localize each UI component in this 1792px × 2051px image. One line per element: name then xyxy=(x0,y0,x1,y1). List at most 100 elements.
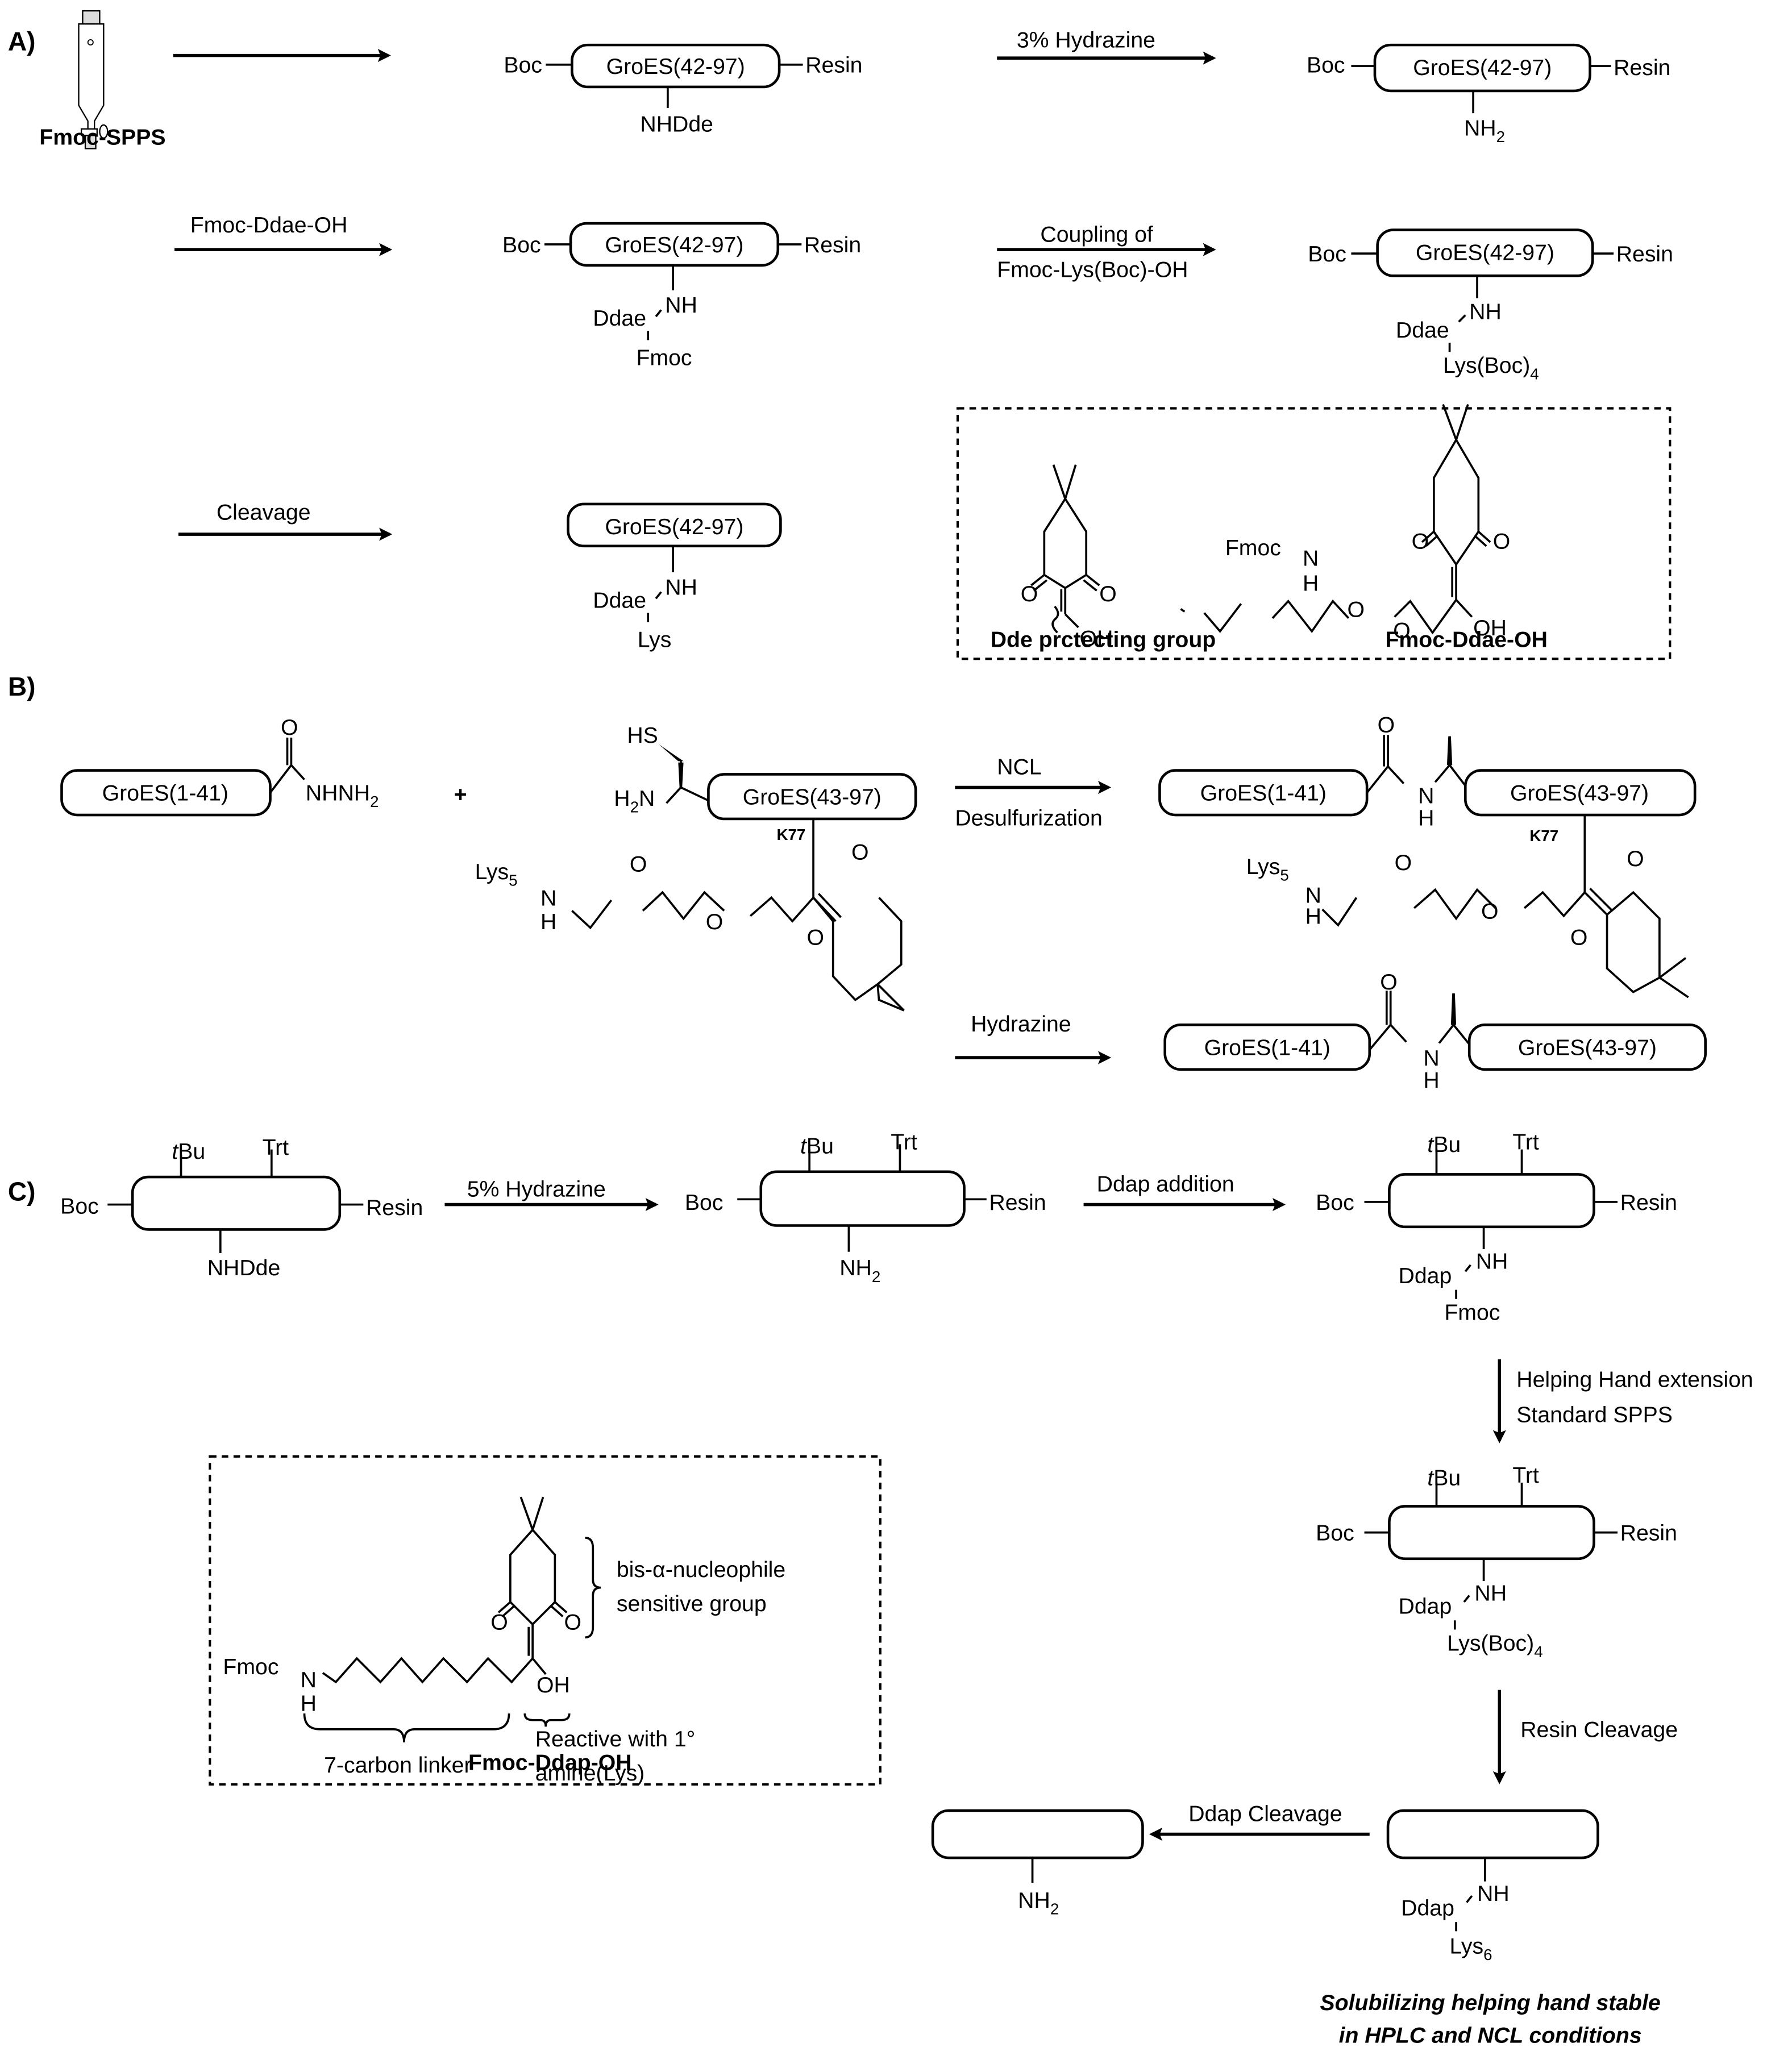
c-product-1: Boc Resin tBu Trt NH2 xyxy=(685,1130,1046,1285)
atom-fmoc: Fmoc xyxy=(223,1654,278,1679)
reagent-coupling-line1: Coupling of xyxy=(1040,222,1153,247)
c-term-label: Resin xyxy=(1616,242,1673,267)
a-product-5: GroES(42-97) NH Ddae Lys xyxy=(567,502,782,652)
atom-o: O xyxy=(1378,713,1395,738)
peptide-label: GroES(42-97) xyxy=(606,54,745,79)
linker-label: Ddae xyxy=(593,306,646,331)
peptide-label: GroES(42-97) xyxy=(605,232,743,257)
fmoc-spps-label: Fmoc-SPPS xyxy=(39,125,165,150)
inset-ddap-structure: O O OH Fmoc N H bis-α-nucleophile sensit… xyxy=(209,1455,882,1786)
a-product-2: GroES(42-97) Boc Resin NH2 xyxy=(1307,43,1670,145)
b-product-1: GroES(1-41) O N H GroES(43-97) K77 O O O… xyxy=(1158,713,1697,999)
c-product-5: NH2 xyxy=(931,1809,1144,1918)
tail-label: Lys xyxy=(638,627,672,652)
atom-n: N xyxy=(1305,883,1321,908)
dde-caption: Dde prctecting group xyxy=(991,627,1216,652)
plus-sign: + xyxy=(454,782,467,807)
nh-label: NH xyxy=(1469,299,1502,325)
linker-label: Ddae xyxy=(1396,318,1449,343)
linker-label: Ddae xyxy=(593,588,646,613)
c-start-peptide: Boc Resin tBu Trt NHDde xyxy=(60,1135,423,1280)
reagent-coupling-line2: Fmoc-Lys(Boc)-OH xyxy=(997,257,1188,282)
linker-label: Ddap xyxy=(1401,1896,1454,1921)
n-term-label: Boc xyxy=(1307,53,1345,78)
linker-label: Ddap xyxy=(1399,1263,1452,1288)
brace-bottom-left-label: 7-carbon linker xyxy=(324,1753,471,1778)
site-k77-label: K77 xyxy=(776,826,805,843)
n-term-label: Boc xyxy=(1316,1190,1354,1215)
atom-o: O xyxy=(1348,597,1365,622)
reagent-desulfurization: Desulfurization xyxy=(955,805,1102,830)
brace-bottom-left xyxy=(303,1713,510,1742)
inset-border xyxy=(956,407,1672,660)
c-term-label: Resin xyxy=(989,1190,1046,1215)
atom-h: H xyxy=(1418,805,1434,830)
atom-oh: OH xyxy=(1080,626,1113,651)
lys5-label: Lys5 xyxy=(475,859,518,889)
tail-label: Fmoc xyxy=(1444,1300,1500,1325)
atom-h: H xyxy=(1423,1068,1439,1093)
atom-n: N xyxy=(1303,546,1319,571)
atom-o: O xyxy=(706,909,724,934)
atom-o: O xyxy=(1493,529,1511,554)
nh-label: NH xyxy=(665,575,697,600)
c-term-label: Resin xyxy=(1614,55,1670,80)
c-product-2: Boc Resin tBu Trt NH Ddap Fmoc xyxy=(1316,1130,1677,1325)
panel-label-c: C) xyxy=(8,1177,36,1207)
a-product-1: GroES(42-97) Boc Resin NHDde xyxy=(504,43,863,136)
atom-o: O xyxy=(1570,925,1588,950)
atom-oh: OH xyxy=(1473,615,1507,640)
side-chain-label: NHDde xyxy=(640,111,713,136)
atom-o: O xyxy=(1481,898,1499,923)
reagent-ddap-cleavage: Ddap Cleavage xyxy=(1188,1801,1342,1826)
dde-structure: O O OH xyxy=(1021,464,1117,651)
brace-bottom-right xyxy=(523,1713,571,1727)
side-chain-label: NH2 xyxy=(1464,115,1505,145)
caption-line-1: Solubilizing helping hand stable xyxy=(1320,1990,1661,2015)
trt-label: Trt xyxy=(891,1130,917,1155)
n-term-label: Boc xyxy=(1308,242,1346,267)
reagent-3-hydrazine: 3% Hydrazine xyxy=(1017,28,1155,53)
nh-label: NH xyxy=(1476,1249,1508,1274)
hydrazide-group: NHNH2 xyxy=(306,781,379,811)
side-chain-label: NH2 xyxy=(1018,1888,1059,1918)
c-term-label: Resin xyxy=(804,232,861,257)
inset-dde-structures: O O OH Dde prctecting group O O OH O O F… xyxy=(956,403,1672,660)
peptide-label: GroES(42-97) xyxy=(605,514,743,539)
tail-label: Lys6 xyxy=(1450,1934,1492,1964)
peptide-label: GroES(1-41) xyxy=(1204,1035,1331,1060)
tbu-label: tBu xyxy=(1427,1466,1461,1491)
inset-border xyxy=(209,1455,882,1786)
b-fragment-1: GroES(1-41) O NHNH2 xyxy=(60,715,379,817)
reagent-ddap-addition: Ddap addition xyxy=(1097,1171,1234,1196)
side-chain-label: NH2 xyxy=(839,1255,880,1285)
peptide-label: GroES(42-97) xyxy=(1416,240,1554,265)
b-product-2: GroES(1-41) O N H GroES(43-97) xyxy=(1163,970,1707,1093)
spps-vessel-icon xyxy=(78,10,109,149)
tail-label: Lys(Boc)4 xyxy=(1443,353,1539,383)
reagent-cleavage: Cleavage xyxy=(217,500,311,525)
site-k77-label: K77 xyxy=(1529,827,1558,844)
c-term-label: Resin xyxy=(1620,1190,1677,1215)
trt-label: Trt xyxy=(1512,1130,1539,1155)
ddae-caption: Fmoc-Ddae-OH xyxy=(1385,627,1547,652)
atom-n: N xyxy=(540,885,556,910)
a-product-4: GroES(42-97) Boc Resin NH Ddae Lys(Boc)4 xyxy=(1308,228,1673,383)
tail-label: Lys(Boc)4 xyxy=(1447,1630,1543,1661)
peptide-label: GroES(1-41) xyxy=(1200,781,1327,806)
peptide-label: GroES(43-97) xyxy=(743,785,882,810)
reagent-ncl: NCL xyxy=(997,754,1041,779)
peptide-label: GroES(1-41) xyxy=(102,781,228,806)
peptide-box xyxy=(571,43,781,89)
nh-label: NH xyxy=(1477,1881,1510,1906)
atom-n: N xyxy=(1423,1046,1439,1071)
ddap-caption: Fmoc-Ddap-OH xyxy=(468,1750,632,1775)
atom-fmoc: Fmoc xyxy=(1225,535,1281,560)
atom-h: H xyxy=(540,909,556,934)
atom-o: O xyxy=(281,715,298,740)
tbu-label: tBu xyxy=(1427,1132,1461,1157)
c-term-label: Resin xyxy=(1620,1520,1677,1545)
brace-bottom-right-label-1: Reactive with 1° xyxy=(535,1726,696,1752)
atom-o: O xyxy=(1021,581,1038,606)
tbu-label: tBu xyxy=(172,1139,205,1164)
